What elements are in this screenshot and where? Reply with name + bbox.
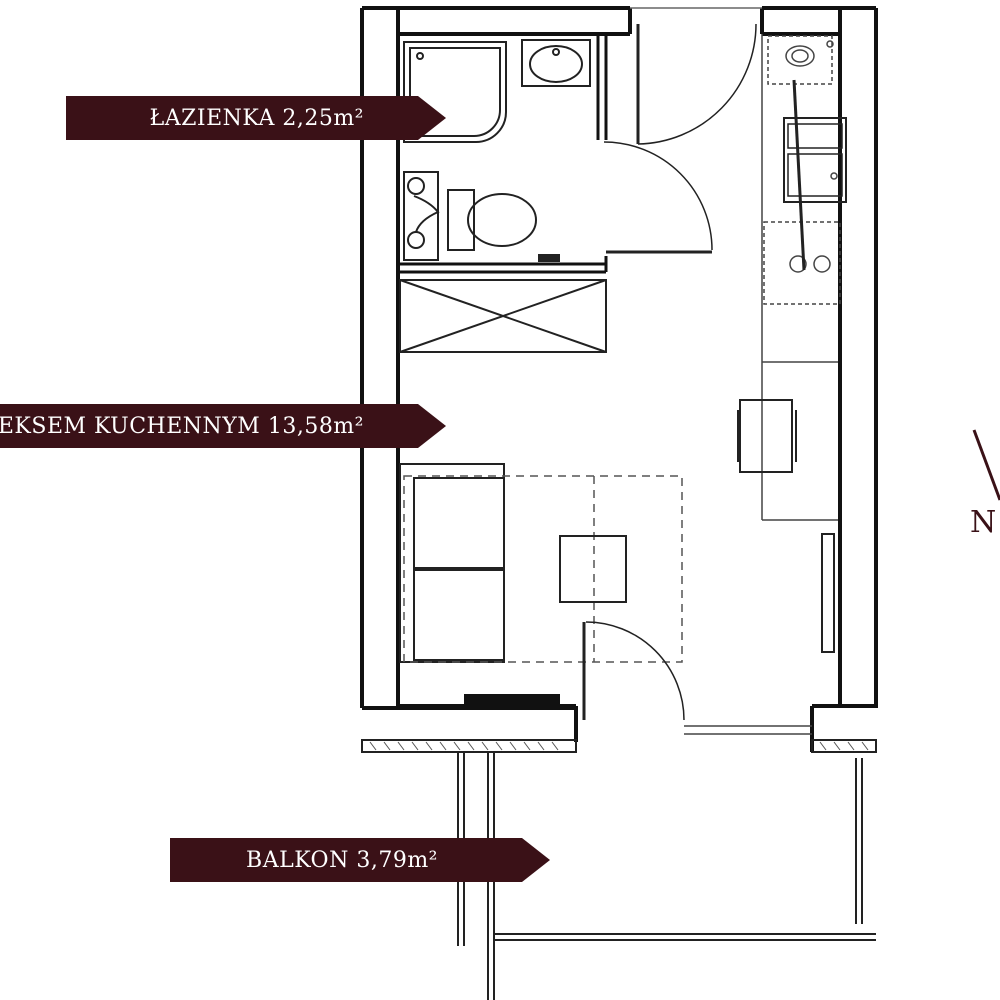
balcony-door-swing	[585, 621, 685, 721]
insulation-hatch	[369, 741, 869, 751]
bathroom-door-swing	[603, 141, 713, 251]
room-label-bathroom: ŁAZIENKA 2,25m²	[66, 96, 446, 140]
sofa-bed	[399, 463, 505, 663]
exterior-wall-band	[361, 739, 877, 753]
balcony-railing	[457, 752, 876, 1000]
room-label-balcony: BALKON 3,79m²	[170, 838, 550, 882]
room-label-living-room-text: POKÓJ Z ANEKSEM KUCHENNYM 13,58m²	[0, 413, 364, 439]
balcony-window	[684, 725, 812, 735]
living-radiator	[464, 694, 560, 704]
tall-cabinet	[821, 533, 835, 653]
coffee-table	[559, 535, 627, 603]
bathroom-radiator	[538, 254, 560, 262]
bathroom-walls	[398, 34, 608, 274]
washbasin	[521, 39, 591, 87]
developer-logo: N	[970, 429, 1000, 540]
wardrobe	[399, 279, 607, 353]
dashed-furniture	[403, 475, 683, 663]
room-label-bathroom-text: ŁAZIENKA 2,25m²	[149, 105, 364, 131]
toilet	[403, 171, 537, 261]
logo-letter: N	[970, 505, 996, 540]
entrance-door-swing	[637, 23, 757, 145]
shower-tray	[403, 41, 507, 143]
room-label-living-room: POKÓJ Z ANEKSEM KUCHENNYM 13,58m²	[0, 404, 446, 448]
chair	[737, 399, 797, 473]
kitchen-counter	[761, 34, 847, 521]
room-label-balcony-text: BALKON 3,79m²	[246, 847, 438, 873]
